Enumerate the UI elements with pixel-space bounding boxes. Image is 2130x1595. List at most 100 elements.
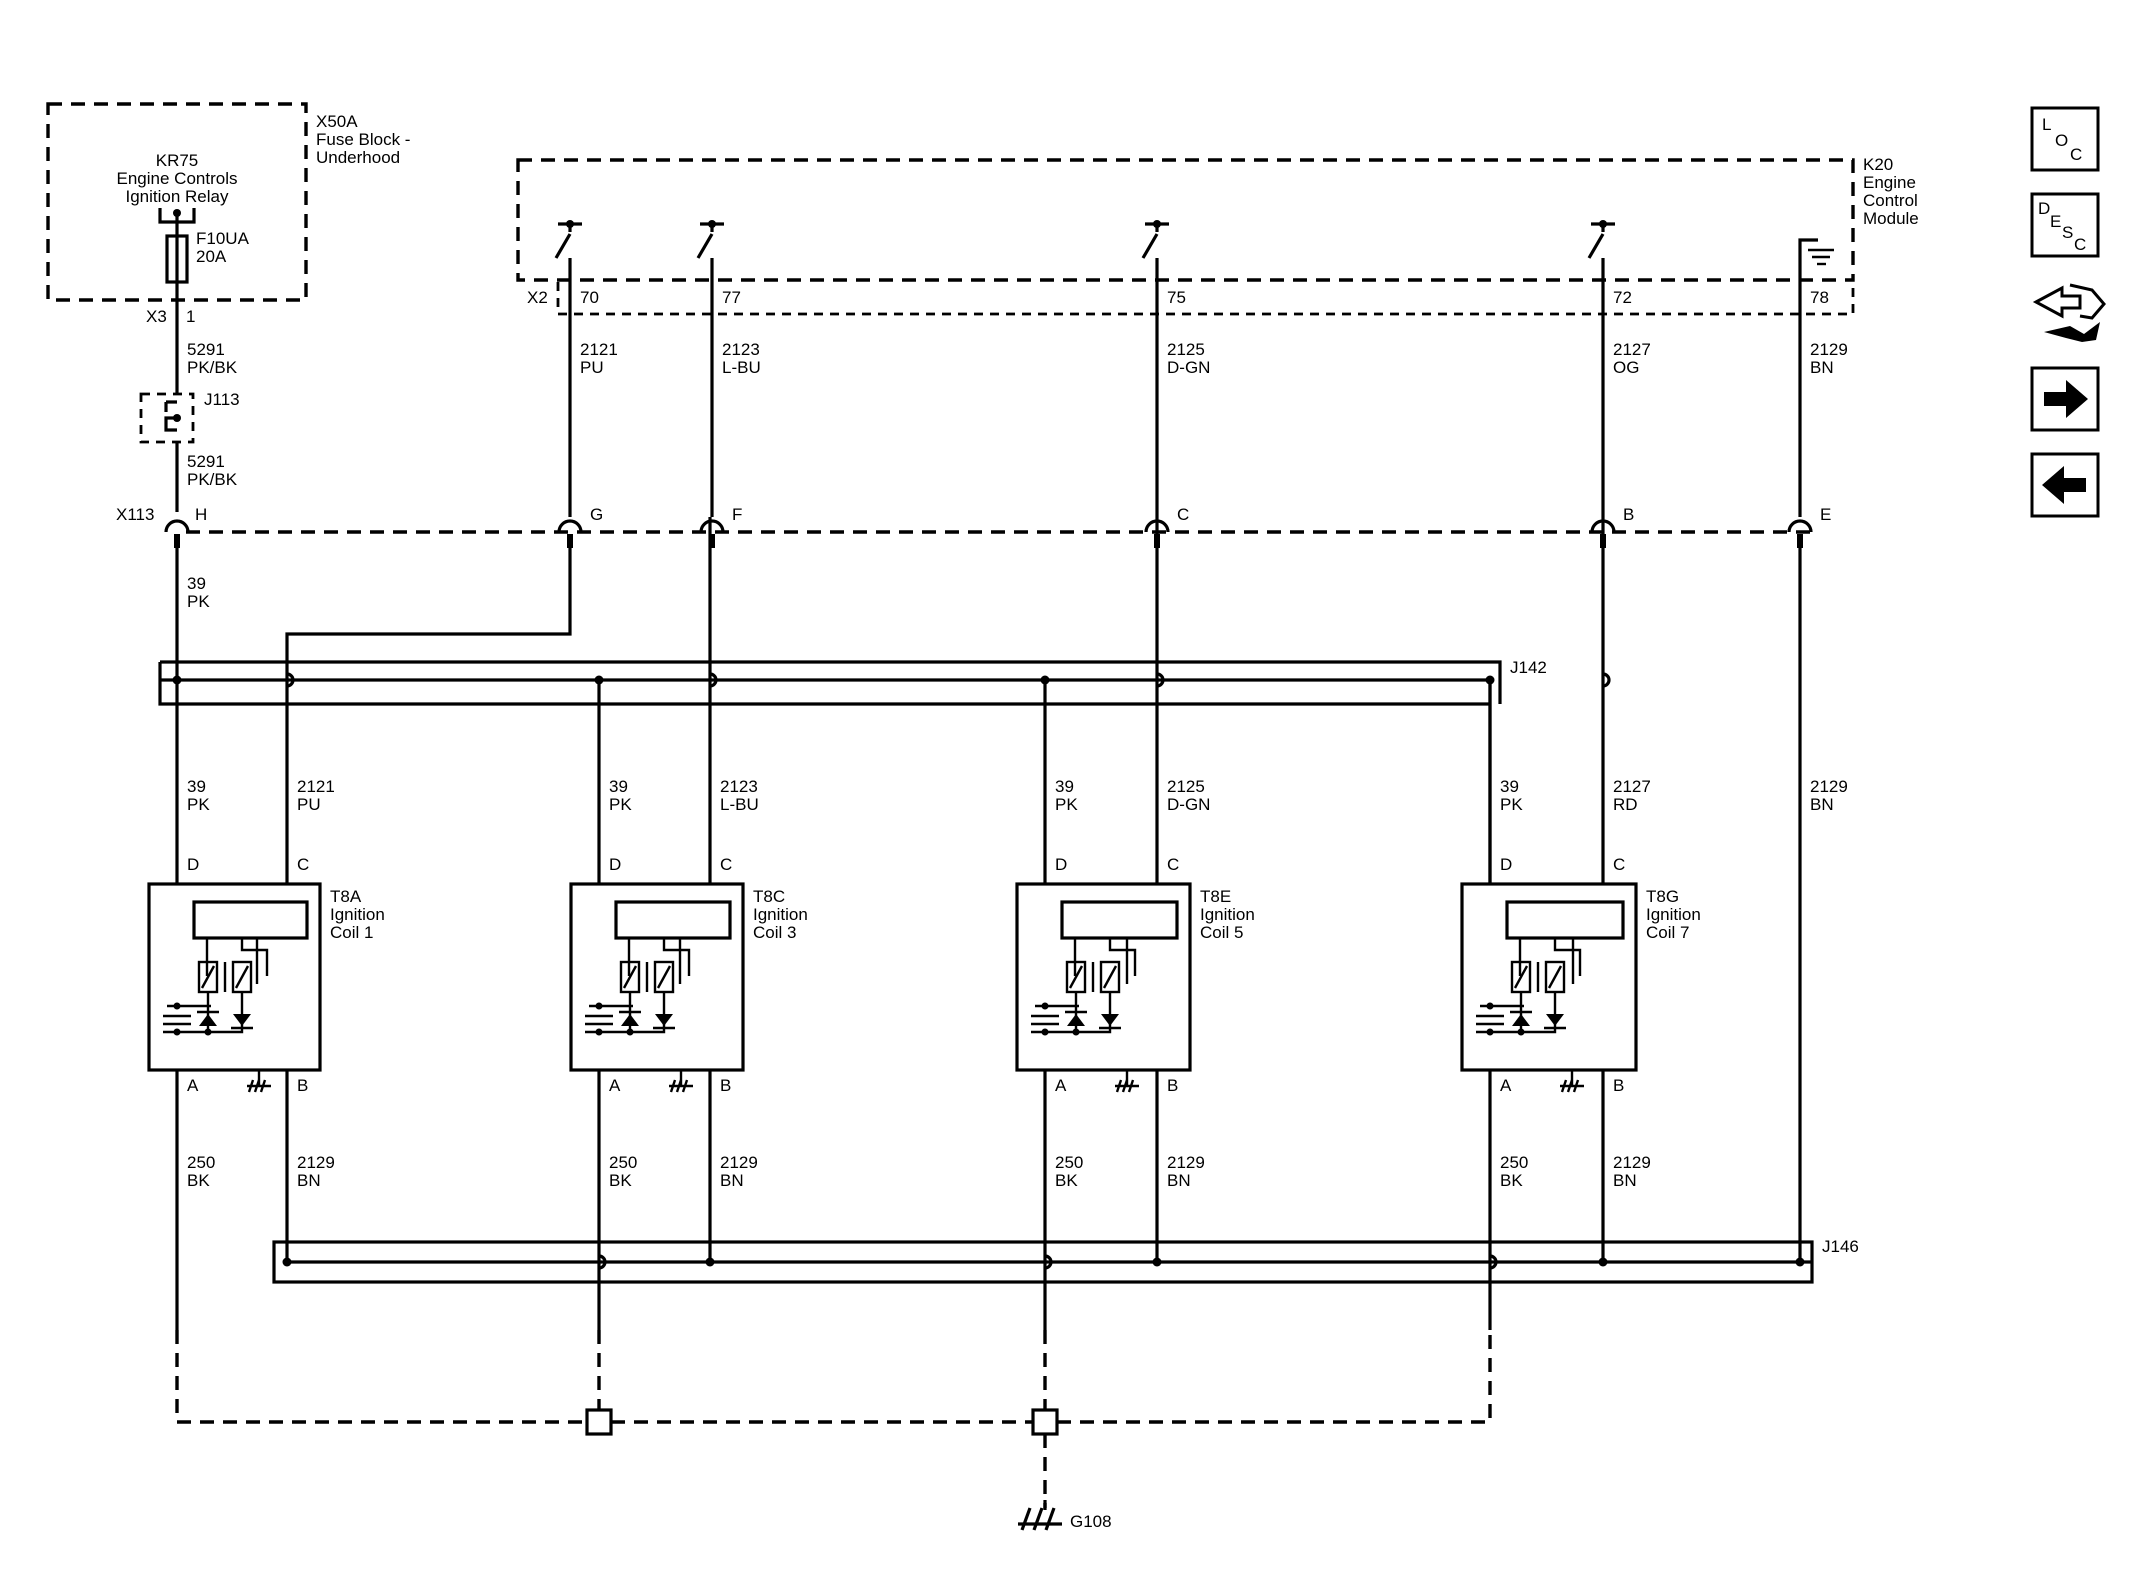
ecm-driver-switches <box>554 220 1615 282</box>
coil-pin-c: C <box>297 855 309 874</box>
coil-ground-tick <box>1127 1079 1135 1093</box>
capacitor-leads <box>163 1004 177 1034</box>
splice-j113: J113 <box>139 390 240 444</box>
connector-wrench-icon[interactable] <box>2032 283 2106 342</box>
coil-sig-color: D-GN <box>1167 795 1210 814</box>
x113-pin-terminal <box>1797 534 1803 548</box>
capacitor-leads <box>585 1004 599 1034</box>
switch-blade <box>1141 233 1159 259</box>
coil-pwr-circuit: 39 <box>1055 777 1074 796</box>
ecm-wire-circuit-2121: 2121 <box>580 340 618 359</box>
coil-gnd-circuit: 250 <box>1500 1153 1528 1172</box>
ecm-ref: K20 <box>1863 155 1893 174</box>
coil-ref: T8E <box>1200 887 1231 906</box>
ground-splice-square-1 <box>585 1408 613 1436</box>
ecm-pin-77: 77 <box>722 288 741 307</box>
coil-ground-tick <box>675 1079 683 1093</box>
ecm-line1: Engine <box>1863 173 1916 192</box>
coil-pin-b: B <box>297 1076 308 1095</box>
coil-ground-tick <box>681 1079 689 1093</box>
power-circuit-label: 39 <box>187 574 206 593</box>
coil-winding-slash <box>234 965 250 989</box>
diode-icon <box>1067 1014 1085 1026</box>
coil-pin-a: A <box>1055 1076 1067 1095</box>
coil-winding-slash <box>1547 965 1563 989</box>
coil-node <box>626 1028 634 1036</box>
coil-pin-d: D <box>609 855 621 874</box>
coil-gnd-circuit: 250 <box>1055 1153 1083 1172</box>
wire-crossover <box>286 672 295 688</box>
coil-ground-tick <box>1115 1079 1123 1093</box>
ecm-wire-circuit-2127: 2127 <box>1613 340 1651 359</box>
ecm-ground-icon <box>1798 238 1834 282</box>
wire-crossover <box>709 672 718 688</box>
coil-ground-tick <box>669 1079 677 1093</box>
coil-ground-tick <box>1566 1079 1574 1093</box>
coil-node <box>1517 1028 1525 1036</box>
coil-ref: T8A <box>330 887 362 906</box>
ecm-k20: K20 Engine Control Module <box>516 155 1919 282</box>
coil-line1: Ignition <box>1646 905 1701 924</box>
loc-letter-l: L <box>2042 115 2051 134</box>
coil-gnd-color: BK <box>187 1171 210 1190</box>
coil-pin-d: D <box>1500 855 1512 874</box>
j142-label: J142 <box>1510 658 1547 677</box>
coil-ground-tick <box>1572 1079 1580 1093</box>
desc-letter-e: E <box>2050 212 2061 231</box>
x2-label: X2 <box>527 288 548 307</box>
coil-ground-tick <box>247 1079 255 1093</box>
wire-crossover <box>1156 672 1165 688</box>
splice-pack-j146: J146 <box>272 1237 1859 1284</box>
x113-pin-G: G <box>590 505 603 524</box>
coil-pin-b: B <box>1167 1076 1178 1095</box>
x113-label: X113 <box>116 505 154 524</box>
coil-node <box>204 1028 212 1036</box>
coil-node <box>1072 1028 1080 1036</box>
desc-button[interactable]: D E S C <box>2030 192 2100 258</box>
coil-driver-module <box>192 900 309 940</box>
fuse-block-ref: X50A <box>316 112 358 131</box>
loc-button[interactable]: L O C <box>2030 106 2100 172</box>
coil-ref-circuit: 2129 <box>1167 1153 1205 1172</box>
feed-color-lower: PK/BK <box>187 470 238 489</box>
coil-sig-color: L-BU <box>720 795 759 814</box>
coil-line2: Coil 5 <box>1200 923 1243 942</box>
coil-driver-module <box>1505 900 1625 940</box>
diode-icon <box>199 1014 217 1026</box>
ecm-wire-color-2127: OG <box>1613 358 1639 377</box>
coil-sig-circuit: 2127 <box>1613 777 1651 796</box>
x113-pin-C: C <box>1177 505 1189 524</box>
diode-icon <box>655 1014 673 1026</box>
switch-blade <box>1587 233 1605 259</box>
arrow-left-button[interactable] <box>2030 452 2100 518</box>
switch-blade <box>696 233 714 259</box>
coil-line1: Ignition <box>753 905 808 924</box>
x113-pin-socket <box>164 519 190 533</box>
arrow-right-button[interactable] <box>2030 366 2100 432</box>
coil-line2: Coil 1 <box>330 923 373 942</box>
ecm-wire-color-2125: D-GN <box>1167 358 1210 377</box>
coil-pin-a: A <box>1500 1076 1512 1095</box>
ecm-pin-75: 75 <box>1167 288 1186 307</box>
x113-pin-terminal <box>567 534 573 548</box>
x113-pin-socket <box>557 519 583 533</box>
coil-ground-tick <box>259 1079 267 1093</box>
coil-pwr-circuit: 39 <box>187 777 206 796</box>
ecm-wire-circuit-2123: 2123 <box>722 340 760 359</box>
right-ref-color: BN <box>1810 795 1834 814</box>
coil-gnd-circuit: 250 <box>609 1153 637 1172</box>
coil-pin-c: C <box>1167 855 1179 874</box>
splice-dot <box>594 675 604 685</box>
fuse-block-line2: Underhood <box>316 148 400 167</box>
feed-circuit-lower: 5291 <box>187 452 225 471</box>
loc-letter-o: O <box>2055 131 2068 150</box>
x113-pin-B: B <box>1623 505 1634 524</box>
coil-line2: Coil 7 <box>1646 923 1689 942</box>
coil-pwr-color: PK <box>1055 795 1078 814</box>
fuse-block-x50a: X50A Fuse Block - Underhood KR75 Engine … <box>46 102 410 302</box>
coil-ref-color: BN <box>1167 1171 1191 1190</box>
coil-ref-color: BN <box>1613 1171 1637 1190</box>
